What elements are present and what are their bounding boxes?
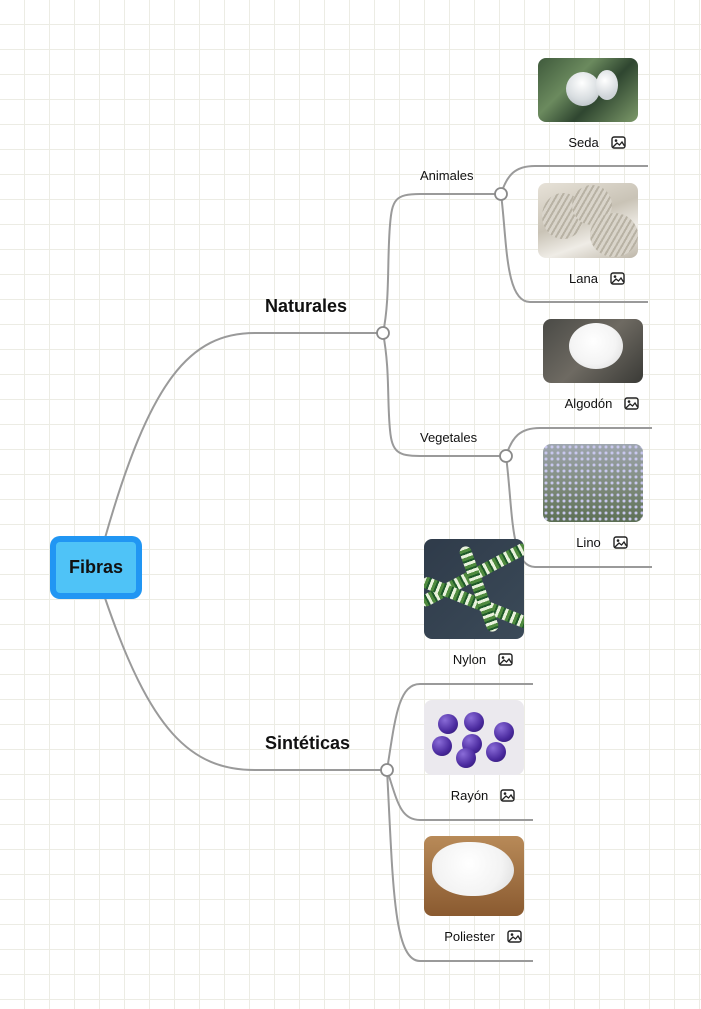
lana-photo: [538, 183, 638, 258]
connector-sinteticas-rayon: [386, 769, 533, 821]
root-node-label: Fibras: [56, 542, 136, 593]
nylon-photo: [424, 539, 524, 639]
lino-photo: [543, 444, 643, 522]
image-icon[interactable]: [507, 930, 522, 943]
leaf-label-seda: Seda: [568, 135, 599, 150]
leaf-label-poliester: Poliester: [444, 929, 495, 944]
leaf-label-rayon: Rayón: [450, 788, 489, 803]
image-icon[interactable]: [500, 789, 515, 802]
subtopic-node-animales[interactable]: Animales: [420, 168, 474, 183]
leaf-label-lana: Lana: [569, 271, 598, 286]
image-icon[interactable]: [624, 397, 640, 410]
image-icon[interactable]: [610, 272, 625, 285]
leaf-node-poliester[interactable]: Poliester: [424, 836, 524, 944]
leaf-label-nylon: Nylon: [452, 652, 487, 667]
connector-naturales-vegetales: [382, 332, 506, 457]
node-handle-vegetales: [499, 449, 513, 463]
branch-node-sinteticas[interactable]: Sintéticas: [265, 733, 351, 753]
leaf-node-lino[interactable]: Lino: [543, 444, 643, 550]
poliester-photo: [424, 836, 524, 916]
connector-fibras-sinteticas: [104, 597, 387, 771]
rayon-photo: [424, 700, 524, 775]
node-handle-sinteticas: [380, 763, 394, 777]
algodon-photo: [543, 319, 643, 383]
connector-naturales-animales: [382, 193, 501, 334]
connector-sinteticas-poliester: [386, 769, 533, 962]
leaf-node-seda[interactable]: Seda: [538, 58, 638, 150]
leaf-node-nylon[interactable]: Nylon: [424, 539, 524, 667]
leaf-label-lino: Lino: [576, 535, 601, 550]
connector-sinteticas-nylon: [386, 683, 533, 771]
leaf-node-algodon[interactable]: Algodón: [543, 319, 643, 411]
branch-node-naturales[interactable]: Naturales: [265, 296, 348, 316]
leaf-node-lana[interactable]: Lana: [538, 183, 638, 286]
seda-photo: [538, 58, 638, 122]
connector-animales-lana: [500, 193, 648, 303]
node-handle-naturales: [376, 326, 390, 340]
leaf-label-algodon: Algodón: [564, 396, 613, 411]
image-icon[interactable]: [610, 136, 626, 149]
subtopic-node-vegetales[interactable]: Vegetales: [420, 430, 478, 445]
connector-vegetales-lino: [505, 455, 652, 568]
node-handle-animales: [494, 187, 508, 201]
root-node-fibras[interactable]: Fibras: [50, 536, 142, 599]
connector-fibras-naturales: [104, 332, 383, 539]
image-icon[interactable]: [498, 653, 513, 666]
image-icon[interactable]: [613, 536, 628, 549]
leaf-node-rayon[interactable]: Rayón: [424, 700, 524, 803]
